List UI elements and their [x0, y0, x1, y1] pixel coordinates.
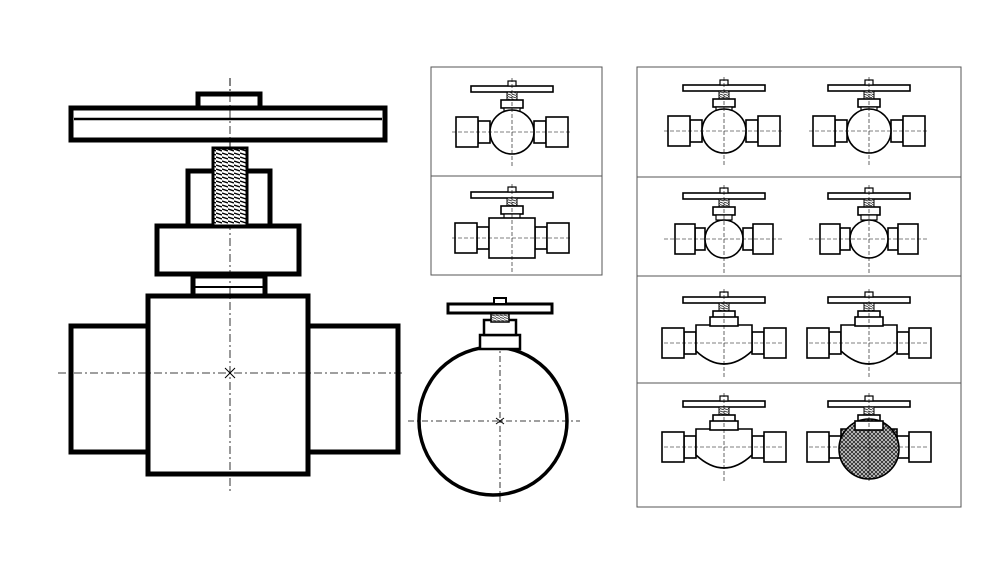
thumb-r3-c1: [661, 289, 787, 377]
panel-b-frame: [636, 66, 962, 508]
thumb-r2-c2: [809, 185, 929, 273]
stem-cap: [195, 91, 263, 111]
right-pipe-end: [305, 323, 401, 455]
center-mark: [224, 367, 236, 379]
side-handwheel: [446, 302, 554, 315]
valve-body: [145, 293, 311, 477]
threaded-stem: [211, 146, 249, 228]
left-pipe-end: [68, 323, 151, 455]
thumb-r1-c2: [809, 77, 929, 165]
thumb-r2-c1: [664, 185, 784, 273]
thumb-round-body: [452, 78, 572, 166]
handwheel-bar: [68, 105, 388, 143]
side-neck: [478, 333, 522, 351]
side-view: [408, 297, 580, 505]
thumb-r3-c2: [806, 289, 932, 377]
thumb-r1-c1: [664, 77, 784, 165]
thumb-box-body: [452, 184, 572, 272]
thumbnail-panels: [430, 66, 962, 508]
packing-nut: [154, 223, 302, 277]
thumb-r4-c2: [806, 393, 932, 481]
thumb-r4-c1: [661, 393, 787, 481]
panel-a-frame: [430, 66, 603, 276]
main-front-view: [58, 78, 404, 492]
